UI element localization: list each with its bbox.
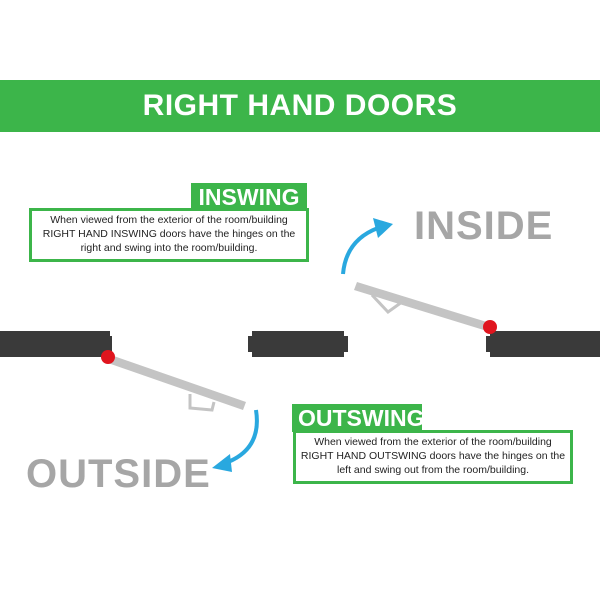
outswing-line-3: left and swing out from the room/buildin…: [336, 464, 530, 476]
inswing-door-handle: [370, 293, 405, 314]
outswing-door-handle: [188, 394, 216, 412]
inswing-hinge: [483, 320, 497, 334]
outswing-line-2: RIGHT HAND OUTSWING doors have the hinge…: [300, 450, 566, 462]
outswing-door: [101, 350, 246, 412]
wall-left-cap: [106, 336, 112, 352]
wall-right-cap: [486, 336, 492, 352]
wall-middle-cap-right: [342, 336, 348, 352]
inswing-arrow: [341, 218, 393, 275]
wall-middle-cap-left: [248, 336, 254, 352]
outswing-hinge: [101, 350, 115, 364]
outside-label: OUTSIDE: [26, 452, 211, 496]
outswing-description-box: When viewed from the exterior of the roo…: [293, 430, 573, 484]
outswing-tag: OUTSWING: [292, 404, 425, 432]
outswing-arrow: [212, 409, 259, 472]
inswing-line-1: When viewed from the exterior of the roo…: [50, 214, 288, 226]
inswing-tag: INSWING: [191, 183, 307, 211]
inside-label: INSIDE: [414, 204, 554, 248]
inswing-line-2: RIGHT HAND INSWING doors have the hinges…: [42, 228, 296, 240]
inswing-door: [354, 282, 497, 334]
wall-right: [490, 331, 600, 357]
title-banner: RIGHT HAND DOORS: [0, 80, 600, 132]
wall-left: [0, 331, 110, 357]
page-title: RIGHT HAND DOORS: [142, 89, 458, 122]
inswing-line-3: right and swing into the room/building.: [80, 242, 258, 254]
inswing-description-box: When viewed from the exterior of the roo…: [29, 208, 309, 262]
outswing-line-1: When viewed from the exterior of the roo…: [314, 436, 552, 448]
wall-middle: [252, 331, 344, 357]
